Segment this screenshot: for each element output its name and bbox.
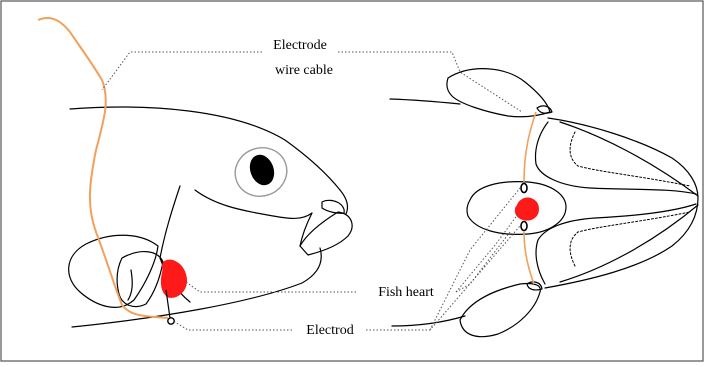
leader-heart-to-side (186, 282, 356, 292)
fish-gill-cover-top (160, 186, 180, 258)
ventral-lower-pectoral-fin (460, 283, 540, 336)
label-electrode-cable-line1: Electrode (273, 38, 327, 53)
ventral-electrode-cable-lower (524, 232, 534, 284)
fish-lower-lip (300, 212, 352, 255)
fish-pelvic-fin (117, 252, 163, 307)
leader-heart-to-ventral-2 (456, 214, 518, 292)
ventral-electrode-ring-lower (521, 222, 527, 231)
label-fish-heart: Fish heart (378, 285, 434, 300)
fish-pelvic-fin-ray (128, 270, 132, 300)
side-fish-heart (161, 260, 186, 297)
ventral-electrode-cable-upper (524, 112, 536, 182)
figure-border (1, 1, 703, 361)
ventral-lower-body-line (392, 316, 465, 326)
ventral-electrode-ring-upper (521, 184, 527, 193)
leader-heart-to-ventral-1 (456, 232, 510, 292)
ventral-center-seam-upper (560, 122, 698, 196)
leader-cable-to-ventral (338, 52, 522, 112)
fish-ventral-outline (72, 248, 321, 327)
fish-gill-cover-curve (195, 190, 312, 218)
fish-upper-lip (322, 200, 344, 213)
ventral-center-seam-lower (560, 205, 698, 282)
leader-cable-to-side (102, 52, 262, 90)
leader-electrode-to-ventral-2 (430, 188, 520, 330)
fish-ventral-view (390, 69, 698, 337)
label-electrode: Electrod (306, 323, 353, 338)
label-electrode-cable-line2: wire cable (275, 63, 333, 78)
ventral-lower-inner-contour (570, 212, 690, 266)
side-electrode-cable (38, 18, 168, 318)
ventral-upper-pectoral-fin (447, 69, 550, 117)
fish-side-view (69, 107, 352, 327)
leader-electrode-to-ventral-1 (366, 226, 520, 330)
ventral-fish-heart (515, 198, 538, 220)
ventral-upper-body-line (390, 99, 460, 104)
ventral-head-outline (545, 118, 698, 288)
side-electrode-tip (168, 318, 174, 324)
fish-eye-pupil (247, 152, 278, 188)
fish-dorsal-outline (70, 107, 340, 190)
ventral-lower-lobe (536, 204, 696, 284)
leader-electrode-to-side (175, 322, 292, 330)
fish-pectoral-fin (69, 235, 158, 307)
